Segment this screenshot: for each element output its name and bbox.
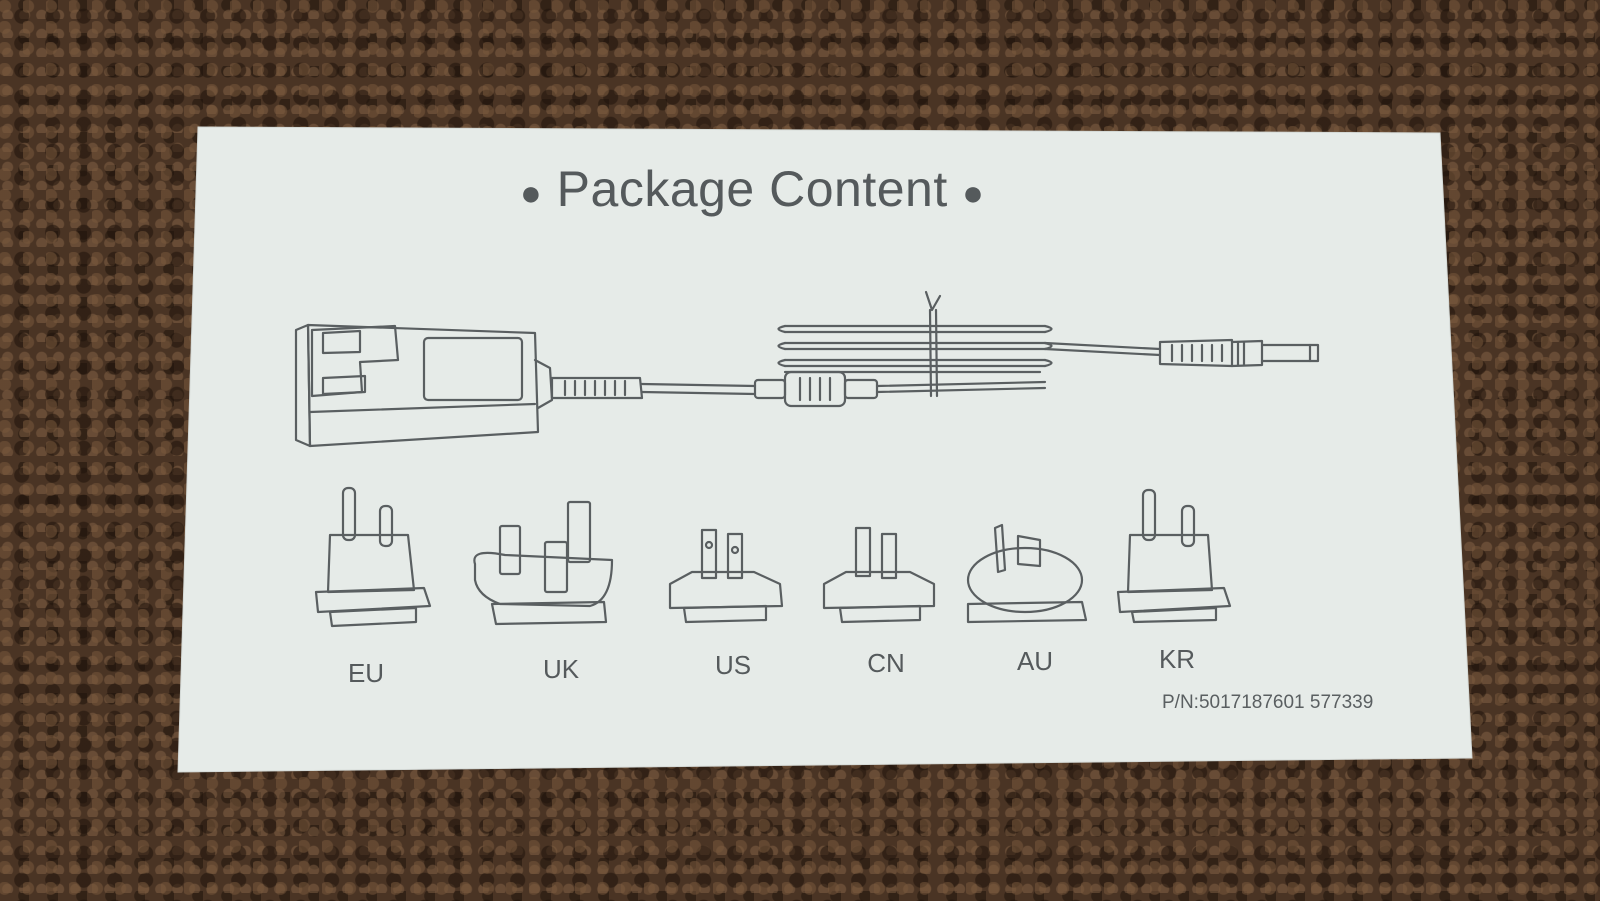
plug-label-kr: KR: [1158, 644, 1196, 674]
plug-label-cn: CN: [867, 648, 905, 678]
us-plug-drawing: [668, 528, 784, 624]
plug-label-us: US: [714, 650, 752, 680]
au-plug-drawing: [966, 523, 1088, 624]
coiled-cable-drawing: [777, 290, 1162, 398]
bullet-right: ●: [962, 171, 985, 213]
title-text: Package Content: [556, 161, 948, 217]
power-adapter-drawing: [294, 323, 554, 448]
dc-plug-drawing: [1158, 338, 1320, 368]
bullet-left: ●: [520, 171, 543, 213]
plug-label-au: AU: [1016, 646, 1054, 676]
cn-plug-drawing: [822, 526, 936, 624]
strain-relief-drawing: [550, 376, 644, 400]
uk-plug-drawing: [473, 500, 614, 626]
eu-plug-drawing: [314, 486, 432, 628]
part-number: P/N:5017187601 577339: [1162, 692, 1374, 713]
kr-plug-drawing: [1116, 488, 1232, 624]
page-title: ● Package Content ●: [520, 160, 984, 218]
plug-label-eu: EU: [347, 658, 385, 688]
plug-label-uk: UK: [542, 654, 580, 684]
